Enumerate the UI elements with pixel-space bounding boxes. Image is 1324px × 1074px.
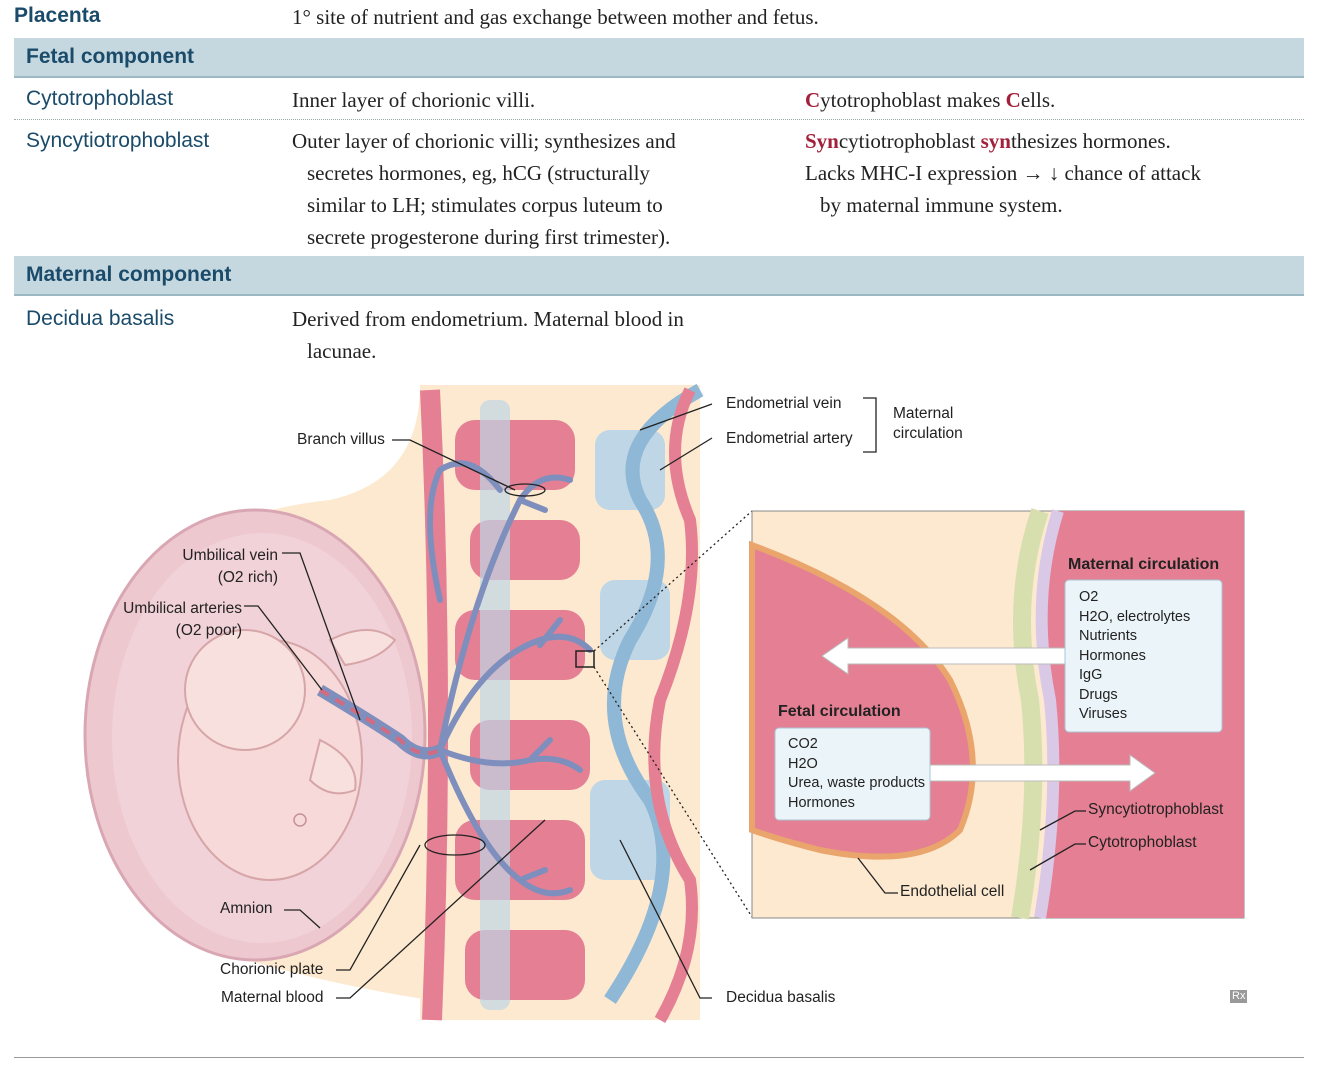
inset-right-arrow: [929, 754, 1156, 792]
endometrial-artery: [648, 387, 698, 1023]
inset-maternal-box: [1064, 579, 1223, 733]
definition-line: Outer layer of chorionic villi; synthesi…: [292, 129, 676, 153]
decidua-basalis-term: Decidua basalis: [26, 307, 175, 330]
definition-line: lacunae.: [307, 339, 377, 363]
inset-fetal-list: CO2 H2O Urea, waste products Hormones: [788, 735, 925, 813]
definition-line: Derived from endometrium. Maternal blood…: [292, 307, 684, 331]
inset-cytotrophoblast-layer: [1011, 508, 1049, 920]
list-item: Nutrients: [1079, 628, 1138, 644]
fetal-component-heading: Fetal component: [26, 45, 195, 68]
list-item: Drugs: [1079, 686, 1118, 703]
umbilical-arteries-note: (O2 poor): [175, 622, 242, 639]
zoom-box: [575, 650, 595, 668]
list-item: Hormones: [788, 794, 855, 811]
inset-maternal-title: Maternal circulation: [1068, 556, 1220, 573]
note-line: Lacks MHC-I expression → ↓ chance of att…: [805, 161, 1201, 185]
list-item: IgG: [1079, 667, 1103, 683]
umbilical-arteries-label: Umbilical arteries (O2 poor): [100, 598, 242, 642]
note-line: by maternal immune system.: [820, 193, 1063, 217]
maternal-component-band: Maternal component: [14, 256, 1304, 296]
list-item: H2O, electrolytes: [1079, 608, 1191, 625]
definition-line: secretes hormones, eg, hCG (structurally: [307, 161, 650, 185]
villous-tree: [427, 460, 593, 897]
syncytiotrophoblast-term: Syncytiotrophoblast: [26, 129, 210, 152]
inset-fetal-box: [774, 727, 931, 821]
row-divider: [14, 119, 1304, 120]
inset-syncytio-layer: [1034, 509, 1064, 920]
decidua-basalis-label: Decidua basalis: [726, 989, 836, 1006]
decidua-basalis-definition: Derived from endometrium. Maternal blood…: [292, 303, 684, 367]
inset-left-arrow: [821, 637, 1071, 675]
cytotrophoblast-definition: Inner layer of chorionic villi.: [292, 84, 535, 116]
endometrial-vein-label: Endometrial vein: [726, 395, 842, 412]
list-item: CO2: [788, 736, 818, 752]
maternal-component-heading: Maternal component: [26, 263, 232, 286]
inset-fetal-title: Fetal circulation: [778, 703, 901, 720]
cytotrophoblast-note: Cytotrophoblast makes Cells.: [805, 88, 1056, 112]
list-item: O2: [1079, 589, 1099, 605]
syncytiotrophoblast-note: Syncytiotrophoblast synthesizes hormones…: [805, 125, 1201, 221]
umbilical-arteries-name: Umbilical arteries: [123, 600, 242, 617]
cytotrophoblast-term: Cytotrophoblast: [26, 87, 174, 110]
fetus-shape: [177, 629, 397, 881]
inset-maternal-list: O2 H2O, electrolytes Nutrients Hormones …: [1079, 588, 1190, 725]
endometrial-artery-label: Endometrial artery: [726, 430, 853, 447]
zoom-connector: [593, 510, 753, 918]
rx-logo: Rx: [1230, 990, 1248, 1003]
cytotrophoblast-label: Cytotrophoblast: [1088, 834, 1197, 851]
umbilical-vein-note: (O2 rich): [217, 569, 278, 586]
placenta-definition: 1° site of nutrient and gas exchange bet…: [292, 5, 819, 29]
maternal-blood-label: Maternal blood: [221, 989, 324, 1006]
definition-line: Inner layer of chorionic villi.: [292, 88, 536, 112]
maternal-circulation-label: Maternal circulation: [893, 405, 963, 442]
list-item: Viruses: [1079, 706, 1128, 722]
list-item: Urea, waste products: [788, 775, 926, 791]
placenta-title: Placenta: [14, 4, 101, 27]
umbilical-vein-label: Umbilical vein (O2 rich): [150, 545, 278, 589]
list-item: Hormones: [1079, 647, 1146, 664]
inset-panel: [749, 508, 1245, 920]
amnion-label: Amnion: [220, 900, 273, 917]
umbilical-vein-name: Umbilical vein: [182, 547, 278, 564]
leader-lines: [244, 397, 877, 999]
definition-line: secrete progesterone during first trimes…: [307, 225, 671, 249]
syncytiotrophoblast-definition: Outer layer of chorionic villi; synthesi…: [292, 125, 676, 253]
list-item: H2O: [788, 755, 818, 772]
page-bottom-rule: [14, 1057, 1304, 1058]
fetal-component-band: Fetal component: [14, 38, 1304, 78]
definition-line: similar to LH; stimulates corpus luteum …: [307, 193, 663, 217]
endometrial-vein: [604, 383, 704, 1004]
branch-villus-label: Branch villus: [297, 431, 385, 448]
note-highlight: C: [805, 88, 821, 112]
syncytiotrophoblast-label: Syncytiotrophoblast: [1088, 801, 1224, 818]
chorionic-plate-label: Chorionic plate: [220, 961, 324, 978]
endothelial-cell-label: Endothelial cell: [900, 883, 1005, 900]
